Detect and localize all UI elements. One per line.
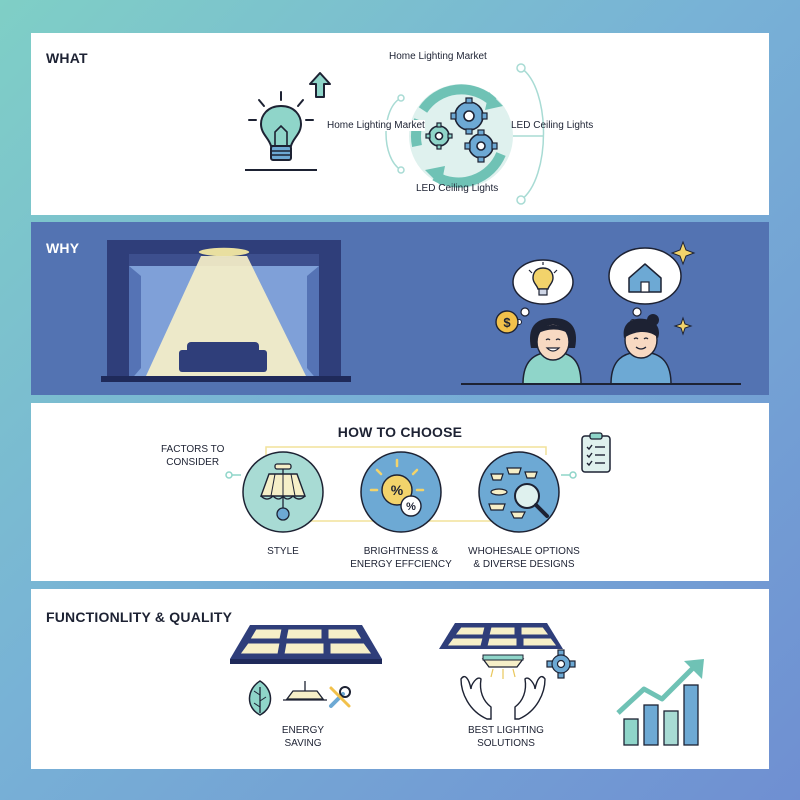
tools-icon bbox=[329, 686, 351, 708]
hands-icon bbox=[439, 623, 563, 720]
why-panel: WHY bbox=[31, 222, 769, 395]
label-left: Home Lighting Market bbox=[327, 120, 425, 131]
led-panel-icon bbox=[230, 625, 382, 664]
why-heading: WHY bbox=[46, 240, 80, 256]
chandelier-icon bbox=[242, 451, 324, 533]
svg-text:%: % bbox=[391, 482, 404, 498]
what-heading: WHAT bbox=[46, 50, 88, 66]
up-arrow-icon bbox=[309, 72, 331, 98]
how-panel: HOW TO CHOOSE FACTORS TO CONSIDER STYLE … bbox=[31, 403, 769, 581]
how-heading: HOW TO CHOOSE bbox=[337, 424, 463, 440]
magnifier-icon bbox=[478, 451, 560, 533]
energy-saving-label: ENERGY SAVING bbox=[281, 725, 325, 749]
label-right: LED Ceiling Lights bbox=[511, 120, 594, 131]
thought-bubble-house bbox=[608, 247, 682, 325]
light-bulb-icon bbox=[245, 91, 317, 171]
person-man bbox=[610, 314, 672, 385]
sparkle-icon bbox=[670, 240, 696, 266]
option-style-label: STYLE bbox=[267, 546, 299, 557]
best-lighting-label: BEST LIGHTING SOLUTIONS bbox=[468, 725, 544, 749]
svg-text:$: $ bbox=[503, 315, 511, 330]
gear-icon bbox=[546, 649, 576, 679]
percent-icon: % % bbox=[360, 451, 442, 533]
svg-text:%: % bbox=[406, 501, 416, 513]
dollar-icon: $ bbox=[495, 310, 519, 334]
option-brightness-label: BRIGHTNESS & ENERGY EFFCIENCY bbox=[350, 546, 452, 570]
room-ceiling-light-icon bbox=[101, 240, 351, 382]
label-top: Home Lighting Market bbox=[389, 51, 487, 62]
pendant-lamp-icon bbox=[283, 681, 327, 701]
thought-bubble-bulb bbox=[512, 259, 574, 325]
gears-cycle-diagram bbox=[385, 63, 545, 205]
checklist-icon bbox=[581, 432, 611, 473]
factors-label: FACTORS TO CONSIDER bbox=[161, 444, 225, 468]
option-wholesale-label: WHOHESALE OPTIONS & DIVERSE DESIGNS bbox=[468, 546, 580, 570]
leaf-icon bbox=[248, 680, 272, 716]
func-panel: FUNCTIONLITY & QUALITY ENERGY SAVING bbox=[31, 589, 769, 769]
couple-thinking-illustration: $ bbox=[461, 240, 741, 385]
what-panel: WHAT bbox=[31, 33, 769, 215]
func-heading: FUNCTIONLITY & QUALITY bbox=[46, 609, 233, 625]
growth-chart-icon bbox=[616, 659, 704, 746]
sparkle-icon bbox=[673, 316, 693, 336]
person-woman bbox=[522, 318, 582, 385]
label-bottom: LED Ceiling Lights bbox=[416, 183, 499, 194]
